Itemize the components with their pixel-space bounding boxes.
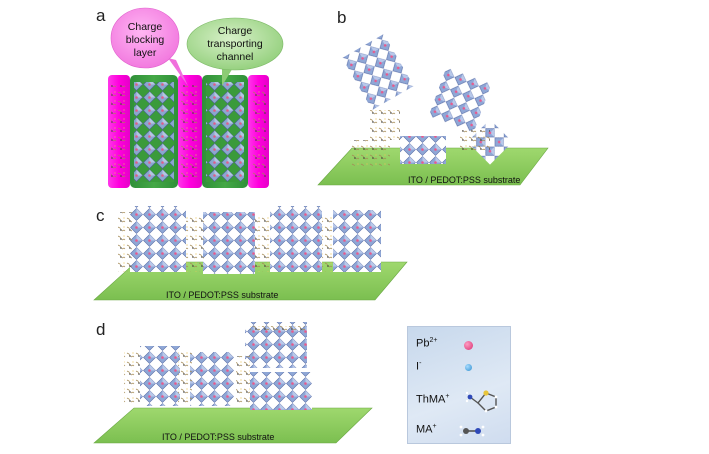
grain-c-2 <box>203 212 255 274</box>
pb-ion-icon <box>464 341 473 350</box>
grain-c-1 <box>130 206 186 272</box>
crystal-column-2 <box>206 82 244 182</box>
bubble-left-line-2: blocking <box>126 34 165 46</box>
bubble-right-line-3: channel <box>217 51 254 63</box>
grain-d-1 <box>140 346 180 406</box>
grain-d-2 <box>190 352 234 406</box>
bubble-right-line-1: Charge <box>218 25 253 37</box>
grain-c-4 <box>333 210 381 272</box>
blocking-layer-bubble: Charge blocking layer <box>110 7 188 86</box>
panel-c-letter: c <box>96 206 105 225</box>
panel-b-letter: b <box>337 8 347 27</box>
legend-ma: MA+ <box>416 423 437 436</box>
legend-pb-charge: 2+ <box>429 337 438 344</box>
legend-thma-charge: + <box>445 393 450 400</box>
panel-a-schematic: Charge blocking layer Charge transportin… <box>108 7 284 188</box>
panel-b: ITO / PEDOT:PSS substrate <box>317 34 549 186</box>
spacer-b-2 <box>370 110 400 140</box>
spacer-c-3 <box>255 214 271 272</box>
organic-spacer-2 <box>181 85 199 180</box>
spacer-d-3 <box>236 356 250 406</box>
panel-a-letter: a <box>96 6 106 25</box>
grain-c-3 <box>270 206 322 272</box>
legend-pb-label: Pb <box>416 337 430 350</box>
legend-thma: ThMA+ <box>416 393 449 406</box>
legend-ma-charge: + <box>432 423 437 430</box>
bubble-right-line-2: transporting <box>207 38 263 50</box>
organic-spacer-3 <box>251 85 266 180</box>
organic-spacer-1 <box>111 85 127 180</box>
thma-molecule-icon <box>465 390 498 413</box>
grain-b-4 <box>400 136 446 164</box>
ma-molecule-icon <box>459 425 485 437</box>
legend-i: I- <box>416 360 421 373</box>
spacer-d-2 <box>178 352 192 406</box>
i-ion-icon <box>465 364 472 371</box>
legend-i-label: I <box>416 360 420 373</box>
spacer-d-1 <box>124 350 140 406</box>
legend-ma-label: MA <box>416 423 433 436</box>
spacer-c-2 <box>186 214 204 272</box>
substrate-c-label: ITO / PEDOT:PSS substrate <box>166 290 278 300</box>
legend-thma-label: ThMA <box>416 393 446 406</box>
panel-d-letter: d <box>96 320 106 339</box>
grain-b-1 <box>342 34 414 110</box>
substrate-b-label: ITO / PEDOT:PSS substrate <box>408 175 520 185</box>
bubble-left-line-1: Charge <box>128 21 163 33</box>
panel-d: ITO / PEDOT:PSS substrate <box>93 322 373 444</box>
spacer-d-4 <box>250 326 306 332</box>
substrate-d-label: ITO / PEDOT:PSS substrate <box>162 432 274 442</box>
spacer-c-1 <box>118 212 132 272</box>
grain-d-4 <box>250 372 312 410</box>
spacer-c-4 <box>322 214 334 272</box>
spacer-b-3 <box>460 130 490 150</box>
panel-c: ITO / PEDOT:PSS substrate <box>93 206 408 301</box>
legend-i-charge: - <box>419 360 422 367</box>
transport-channel-bubble: Charge transporting channel <box>186 17 284 86</box>
crystal-column-1 <box>134 82 174 182</box>
spacer-b-1 <box>350 140 390 166</box>
legend-pb: Pb2+ <box>416 337 437 350</box>
legend: Pb2+ I- ThMA+ MA+ <box>407 326 511 444</box>
grain-b-2 <box>428 67 492 133</box>
bubble-left-line-3: layer <box>134 47 157 59</box>
